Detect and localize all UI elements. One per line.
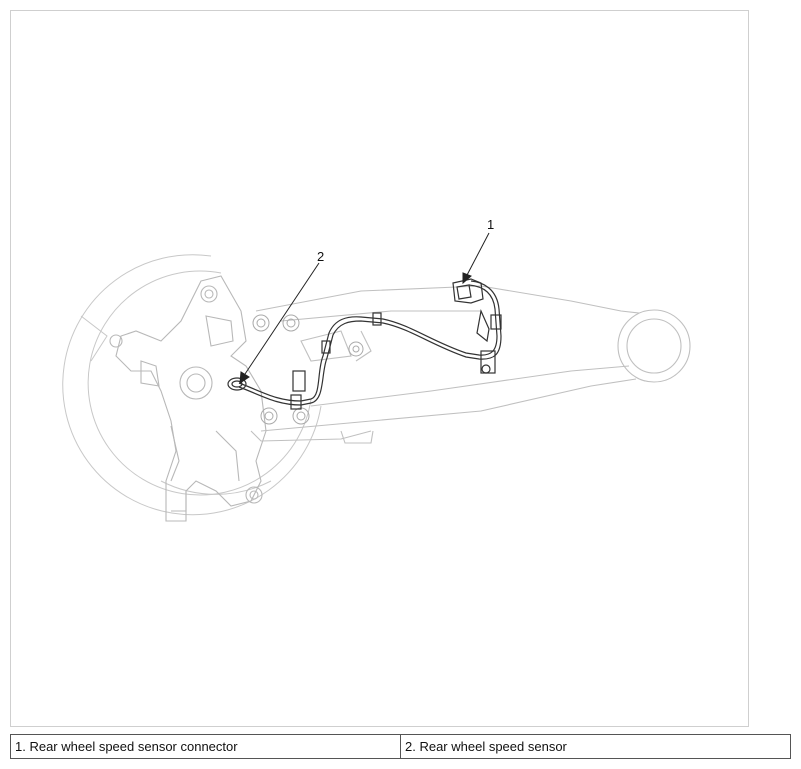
legend-row: 1. Rear wheel speed sensor connector 2. …	[10, 734, 791, 759]
callout-1-leader	[465, 232, 490, 278]
sensor-wire	[227, 278, 502, 410]
legend-table: 1. Rear wheel speed sensor connector 2. …	[10, 734, 791, 759]
suspension-diagram: 1 2	[62, 217, 691, 522]
brake-disc	[62, 254, 322, 516]
callout-2-label: 2	[317, 249, 324, 264]
knuckle	[109, 275, 267, 522]
callout-1-arrowhead	[462, 272, 472, 285]
legend-item-1: 1. Rear wheel speed sensor connector	[10, 734, 401, 759]
callout-2-leader	[242, 262, 320, 378]
callout-1-label: 1	[487, 217, 494, 232]
diagram-frame: 1 2	[10, 10, 749, 727]
callout-2-arrowhead	[239, 371, 250, 384]
callout-leaders	[239, 232, 490, 384]
bolts	[252, 314, 364, 425]
legend-item-2: 2. Rear wheel speed sensor	[400, 734, 791, 759]
trailing-arm	[250, 285, 691, 444]
